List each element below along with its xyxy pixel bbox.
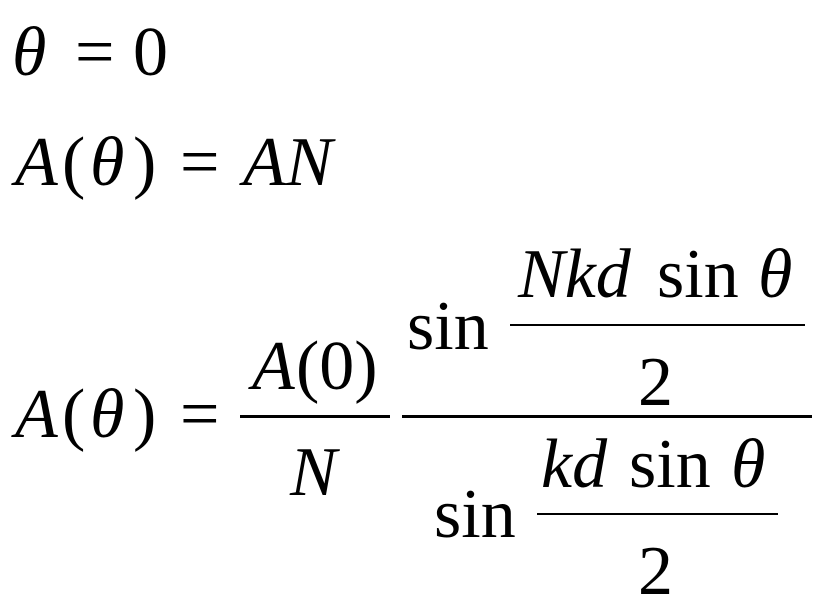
line2-A: A — [15, 124, 58, 201]
line1-theta: θ — [12, 14, 47, 91]
line2-theta: θ — [90, 124, 125, 201]
line3-theta: θ — [90, 376, 125, 453]
num-arg-Nkd: Nkd — [518, 236, 631, 313]
line1-zero: 0 — [133, 14, 168, 91]
left-frac-num-paren: (0) — [296, 328, 378, 405]
left-frac-num-A: A — [252, 328, 295, 405]
left-fraction-bar — [240, 415, 390, 418]
line3-lparen: ( — [62, 376, 86, 453]
left-frac-den: N — [290, 434, 337, 511]
line2-rhs: AN — [243, 124, 333, 201]
line3-equals: = — [180, 376, 220, 453]
den-arg-den: 2 — [638, 533, 673, 610]
num-arg-theta: θ — [758, 236, 793, 313]
num-inner-fraction-bar — [510, 324, 805, 326]
den-inner-fraction-bar — [537, 513, 778, 515]
line2-lparen: ( — [62, 124, 86, 201]
num-sin: sin — [407, 288, 489, 365]
den-arg-theta: θ — [731, 426, 766, 503]
den-sin: sin — [434, 476, 516, 553]
line3-rparen: ) — [133, 376, 157, 453]
num-arg-den: 2 — [638, 344, 673, 421]
line2-equals: = — [180, 124, 220, 201]
line3-A: A — [15, 376, 58, 453]
den-arg-kd: kd — [541, 426, 608, 503]
line2-rparen: ) — [133, 124, 157, 201]
den-arg-sin: sin — [629, 426, 711, 503]
main-fraction-bar — [402, 415, 812, 418]
line1-equals: = — [75, 14, 115, 91]
num-arg-sin: sin — [657, 236, 739, 313]
